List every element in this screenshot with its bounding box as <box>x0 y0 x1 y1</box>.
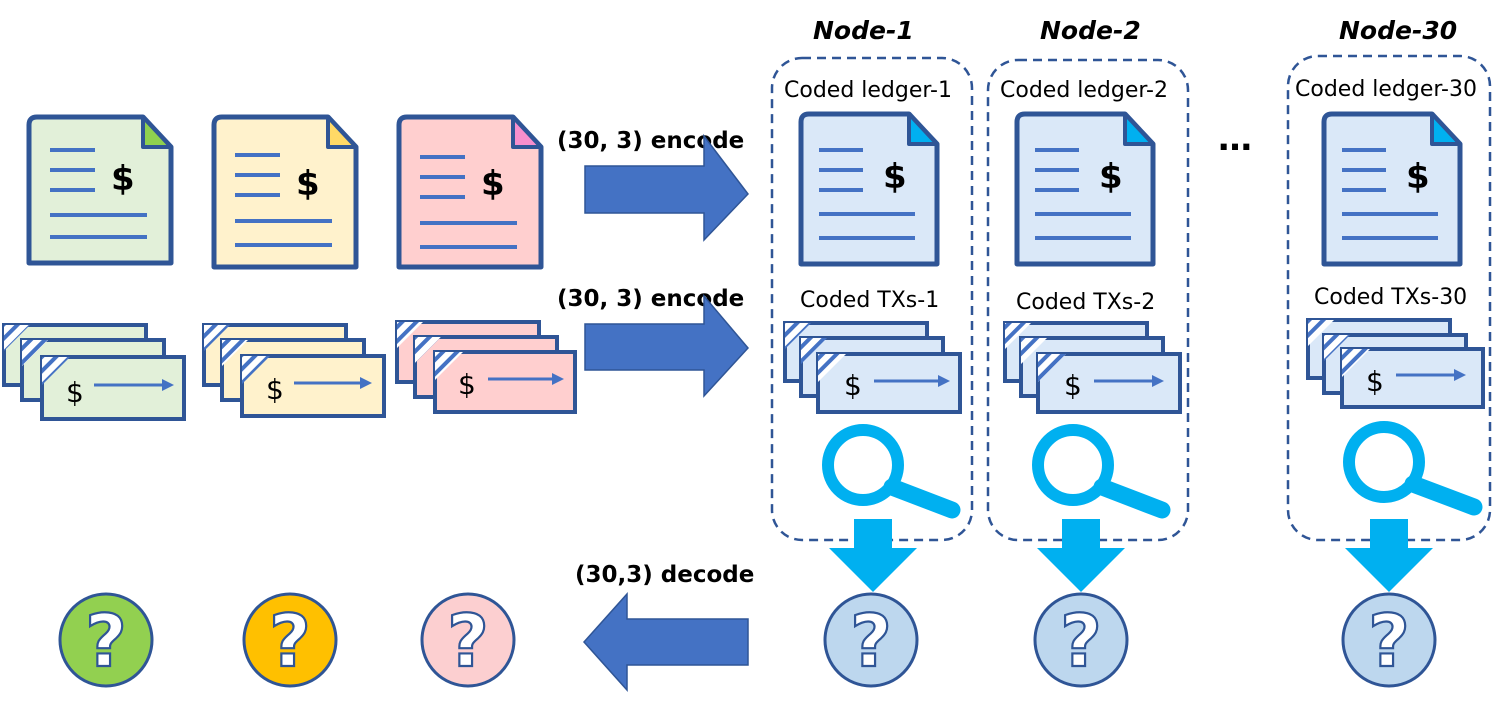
result-circle-1: ? <box>58 592 154 688</box>
nodes-ellipsis: … <box>1218 119 1252 159</box>
node-30-ledger-label: Coded ledger-30 <box>1295 77 1477 102</box>
node-1-txs-label: Coded TXs-1 <box>800 288 939 313</box>
node-2-down-arrow <box>1037 519 1125 592</box>
dollar-symbol: $ <box>296 164 320 204</box>
dollar-symbol: $ <box>266 373 284 406</box>
decode-arrow <box>582 592 749 692</box>
node-1-ledger-label: Coded ledger-1 <box>784 78 952 103</box>
tx-stack-2: $ <box>202 323 386 418</box>
dollar-symbol: $ <box>844 369 862 402</box>
node-30-coded-ledger-doc: $ <box>1321 111 1463 267</box>
ledger-doc-2: $ <box>211 114 359 270</box>
node-30-search-icon <box>1343 421 1483 516</box>
node-1-coded-ledger-doc: $ <box>798 111 940 267</box>
question-icon: ? <box>850 599 892 683</box>
ledger-fold-3 <box>511 115 543 149</box>
dollar-symbol: $ <box>1064 369 1082 402</box>
node-2-result-circle: ? <box>1033 592 1129 688</box>
ledger-doc-3: $ <box>396 114 544 270</box>
result-circle-3: ? <box>420 592 516 688</box>
node-1-title: Node-1 <box>813 16 914 45</box>
node-30-coded-tx-stack: $ <box>1306 318 1485 409</box>
encode-ledger-arrow <box>584 133 749 242</box>
result-circle-2: ? <box>242 592 338 688</box>
ledger-doc-1: $ <box>26 114 174 266</box>
dollar-symbol: $ <box>458 368 476 401</box>
question-icon: ? <box>447 599 489 683</box>
decode-label: (30,3) decode <box>575 562 754 588</box>
node-2-coded-ledger-doc: $ <box>1014 111 1156 267</box>
dollar-symbol: $ <box>1366 365 1384 398</box>
node-2-txs-label: Coded TXs-2 <box>1016 290 1155 315</box>
node-2-title: Node-2 <box>1040 16 1141 45</box>
dollar-symbol: $ <box>481 164 505 204</box>
node-30-result-circle: ? <box>1341 592 1437 688</box>
tx-stack-1: $ <box>2 323 186 421</box>
tx-stack-3: $ <box>395 320 577 414</box>
question-icon: ? <box>269 599 311 683</box>
coded-fold <box>907 112 939 146</box>
encode-ledger-label: (30, 3) encode <box>557 128 744 154</box>
encode-txs-arrow <box>584 293 749 398</box>
node-2-ledger-label: Coded ledger-2 <box>1000 78 1168 103</box>
dollar-symbol: $ <box>111 159 135 199</box>
node-1-coded-tx-stack: $ <box>783 321 962 414</box>
question-icon: ? <box>1368 599 1410 683</box>
node-30-txs-label: Coded TXs-30 <box>1314 285 1467 310</box>
node-2-coded-tx-stack: $ <box>1003 321 1182 414</box>
question-icon: ? <box>1060 599 1102 683</box>
coded-fold <box>1123 112 1155 146</box>
dollar-symbol: $ <box>66 376 84 409</box>
node-30-down-arrow <box>1345 519 1433 592</box>
node-30-title: Node-30 <box>1339 16 1457 45</box>
dollar-symbol: $ <box>1099 157 1123 197</box>
dollar-symbol: $ <box>1406 157 1430 197</box>
node-1-down-arrow <box>829 519 917 592</box>
encode-txs-label: (30, 3) encode <box>557 286 744 312</box>
node-1-search-icon <box>822 424 961 519</box>
question-icon: ? <box>85 599 127 683</box>
node-1-result-circle: ? <box>823 592 919 688</box>
coded-fold <box>1430 112 1462 146</box>
node-2-search-icon <box>1032 424 1171 519</box>
ledger-fold-2 <box>326 115 358 149</box>
dollar-symbol: $ <box>883 157 907 197</box>
ledger-fold-1 <box>141 115 173 149</box>
